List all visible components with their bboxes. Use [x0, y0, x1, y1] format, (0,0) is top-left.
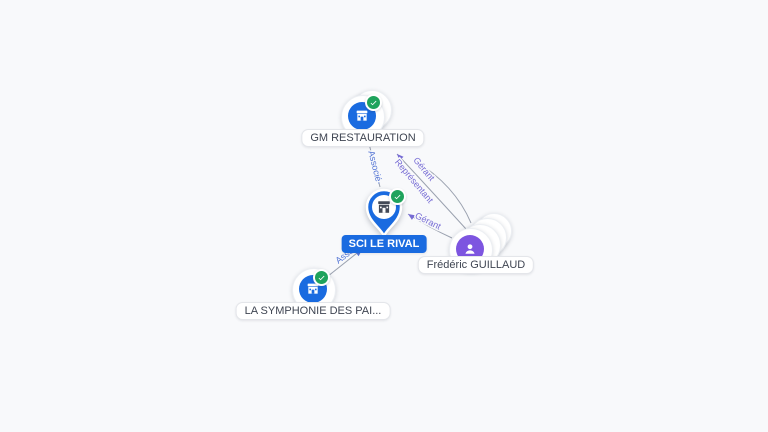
check-icon — [370, 100, 377, 106]
node-label[interactable]: Frédéric GUILLAUD — [417, 256, 535, 274]
node-sci-le-rival[interactable]: SCI LE RIVAL — [341, 182, 432, 262]
node-la-symphonie[interactable]: LA SYMPHONIE DES PAI... — [235, 260, 423, 324]
building-icon — [356, 110, 368, 121]
check-icon — [318, 275, 325, 281]
edge-label-associe: Associé — [366, 150, 383, 183]
person-icon — [465, 244, 475, 254]
node-gm-restauration[interactable]: GM RESTAURATION — [301, 88, 432, 152]
check-icon — [394, 194, 401, 200]
edge-label-gerant: Gérant — [411, 155, 437, 183]
node-frederic-guillaud[interactable]: Frédéric GUILLAUD — [417, 212, 560, 276]
verified-badge — [313, 269, 330, 286]
node-label-focus[interactable]: SCI LE RIVAL — [341, 235, 427, 253]
building-icon — [378, 201, 390, 213]
node-label[interactable]: LA SYMPHONIE DES PAI... — [235, 302, 391, 320]
verified-badge — [365, 94, 382, 111]
node-label[interactable]: GM RESTAURATION — [301, 129, 425, 147]
verified-badge — [389, 188, 406, 205]
arrowhead — [397, 154, 404, 161]
arrowhead — [414, 160, 422, 166]
